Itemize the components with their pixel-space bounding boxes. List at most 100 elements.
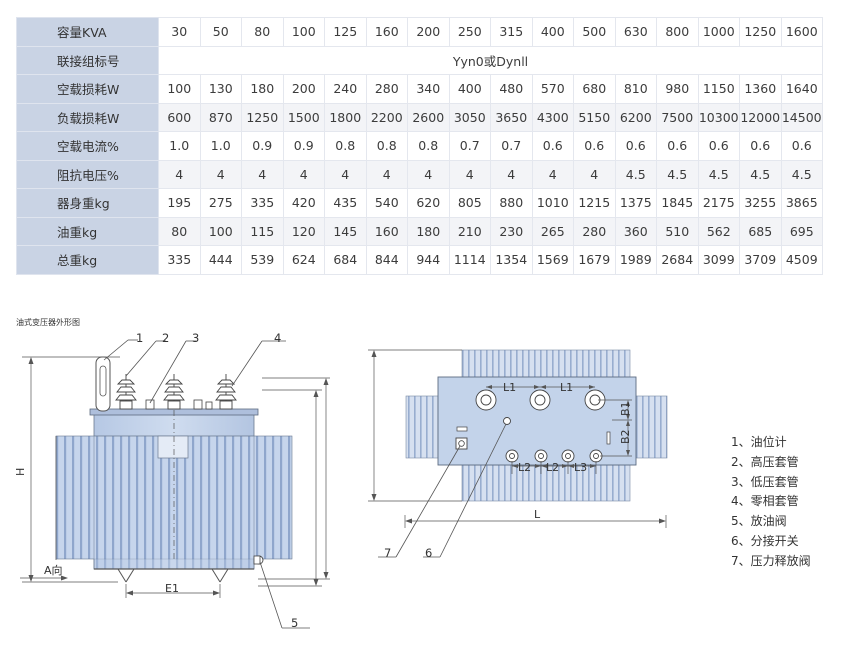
table-cell: 4.5 <box>780 159 823 189</box>
table-cell: 265 <box>531 216 574 246</box>
table-cell: 684 <box>324 245 367 275</box>
table-cell: 335 <box>158 245 201 275</box>
pressure-relief-valve <box>455 437 468 450</box>
legend-item: 2、高压套管 <box>731 454 799 469</box>
table-cell: 695 <box>780 216 823 246</box>
table-cell: 100 <box>282 17 325 47</box>
table-cell: 5150 <box>573 102 616 132</box>
table-cell: 400 <box>531 17 574 47</box>
table-cell: 340 <box>407 74 450 104</box>
row-header: 负载损耗W <box>16 102 159 132</box>
table-cell: 435 <box>324 188 367 218</box>
table-cell: 0.7 <box>448 131 491 161</box>
dim-l1-left: L1 <box>503 381 516 394</box>
table-cell: 100 <box>158 74 201 104</box>
table-cell: 562 <box>697 216 740 246</box>
table-cell: 4.5 <box>656 159 699 189</box>
table-cell: 1679 <box>573 245 616 275</box>
row-header: 阻抗电压% <box>16 159 159 189</box>
table-cell: 4 <box>448 159 491 189</box>
figure-caption: 油式变压器外形图 <box>16 318 80 327</box>
table-cell: 200 <box>282 74 325 104</box>
hv-bushing-right <box>215 374 237 410</box>
table-cell: 14500 <box>780 102 823 132</box>
table-cell: 4 <box>531 159 574 189</box>
table-cell: 1000 <box>697 17 740 47</box>
table-cell: 980 <box>656 74 699 104</box>
table-cell: 630 <box>614 17 657 47</box>
table-cell: 80 <box>158 216 201 246</box>
table-cell: 1800 <box>324 102 367 132</box>
table-cell: 510 <box>656 216 699 246</box>
table-cell: 130 <box>199 74 242 104</box>
row-header: 联接组标号 <box>16 45 159 75</box>
callout-4: 4 <box>274 331 281 345</box>
table-cell: 4300 <box>531 102 574 132</box>
dim-l1-right: L1 <box>560 381 573 394</box>
table-cell: 844 <box>365 245 408 275</box>
table-cell: 0.6 <box>531 131 574 161</box>
row-header: 空载电流% <box>16 131 159 161</box>
table-cell: 480 <box>490 74 533 104</box>
legend-item: 5、放油阀 <box>731 514 787 529</box>
top-radiator-upper <box>461 349 631 381</box>
table-cell: 539 <box>241 245 284 275</box>
dim-e1-label: E1 <box>165 582 179 595</box>
legend-item: 4、零相套管 <box>731 494 799 509</box>
table-cell: 570 <box>531 74 574 104</box>
table-cell: 1360 <box>739 74 782 104</box>
table-cell: 800 <box>656 17 699 47</box>
table-cell: 1500 <box>282 102 325 132</box>
table-cell: 4 <box>282 159 325 189</box>
table-cell: 3050 <box>448 102 491 132</box>
table-cell: 200 <box>407 17 450 47</box>
row-header: 容量KVA <box>16 17 159 47</box>
table-cell: 0.6 <box>739 131 782 161</box>
table-cell: 4 <box>365 159 408 189</box>
table-cell: 3709 <box>739 245 782 275</box>
table-cell: 3865 <box>780 188 823 218</box>
lv-bushings <box>145 399 213 410</box>
table-cell: 180 <box>241 74 284 104</box>
top-radiator-lower <box>461 464 631 502</box>
table-cell: 275 <box>199 188 242 218</box>
table-cell: 810 <box>614 74 657 104</box>
table-cell: 240 <box>324 74 367 104</box>
direction-a-label: A向 <box>44 563 63 577</box>
drain-valve <box>253 555 264 565</box>
legend-item: 1、油位计 <box>731 435 787 449</box>
component-legend: 1、油位计 2、高压套管 3、低压套管 4、零相套管 5、放油阀 6、分接开关 … <box>731 433 811 572</box>
table-cell: 805 <box>448 188 491 218</box>
table-cell: 4.5 <box>697 159 740 189</box>
legend-item: 3、低压套管 <box>731 474 799 489</box>
dim-b1: B1 <box>619 401 632 416</box>
table-cell: 4.5 <box>614 159 657 189</box>
table-cell: 600 <box>158 102 201 132</box>
table-cell: 540 <box>365 188 408 218</box>
table-cell: 0.7 <box>490 131 533 161</box>
legend-item: 7、压力释放阀 <box>731 553 811 568</box>
table-cell: 624 <box>282 245 325 275</box>
table-cell: 420 <box>282 188 325 218</box>
top-hv-bushings <box>475 389 606 411</box>
dim-l2-right: L2 <box>546 461 559 474</box>
table-cell: 0.6 <box>697 131 740 161</box>
table-cell: 335 <box>241 188 284 218</box>
table-cell: 620 <box>407 188 450 218</box>
table-cell: 160 <box>365 17 408 47</box>
table-cell: 195 <box>158 188 201 218</box>
table-cell: 1845 <box>656 188 699 218</box>
table-cell: 1215 <box>573 188 616 218</box>
dim-h-label: H <box>14 468 27 476</box>
nameplate <box>157 435 189 459</box>
table-cell: 1150 <box>697 74 740 104</box>
table-cell: 3099 <box>697 245 740 275</box>
callout-3: 3 <box>192 331 199 345</box>
callout-1: 1 <box>136 331 143 345</box>
